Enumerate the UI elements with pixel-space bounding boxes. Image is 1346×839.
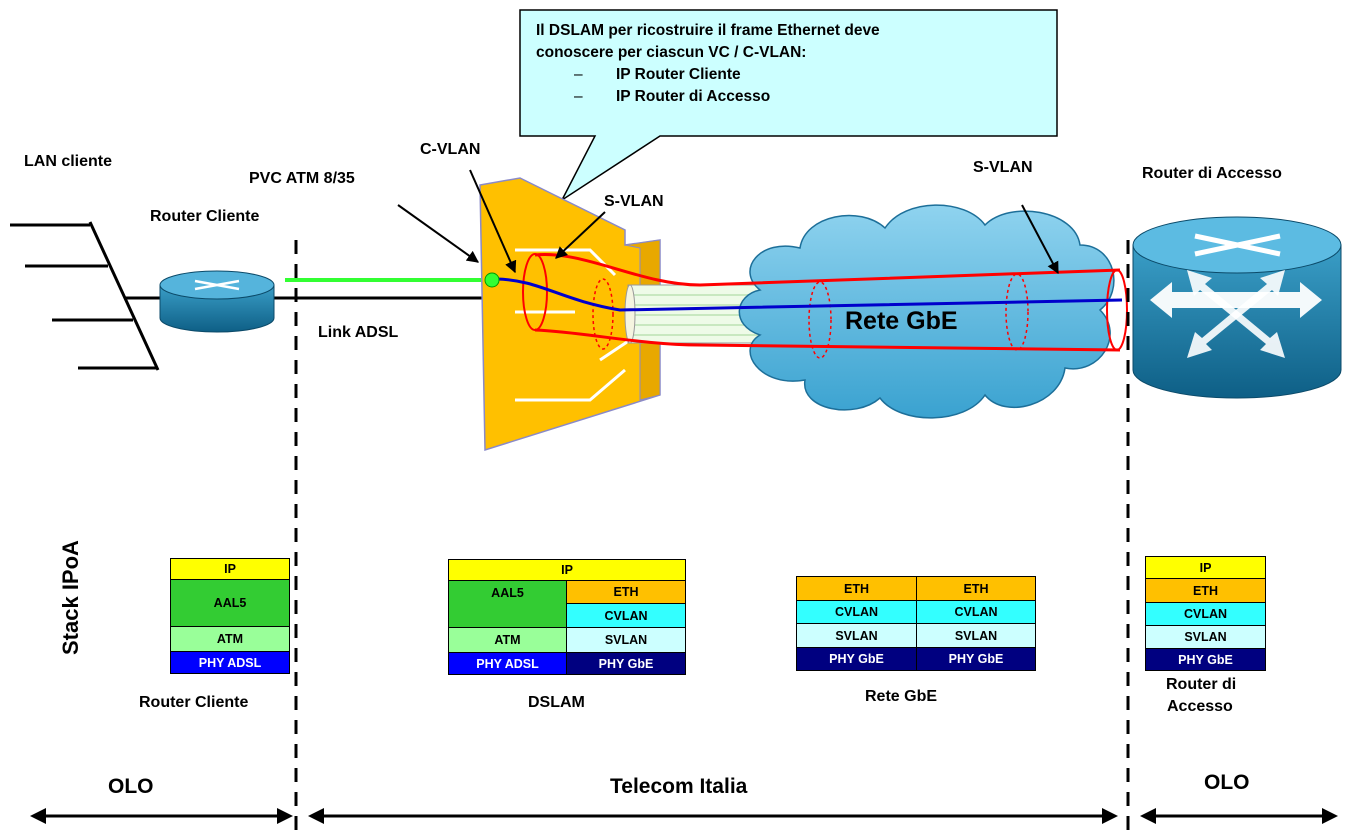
svlan-tube-rings bbox=[592, 273, 1029, 359]
stack-router-cliente: IP AAL5 ATM PHY ADSL bbox=[170, 558, 290, 674]
layer-cvlan: CVLAN bbox=[1145, 602, 1266, 626]
layer-eth: ETH bbox=[566, 580, 686, 604]
pvc-termination-dot bbox=[484, 272, 500, 288]
layer-atm: ATM bbox=[448, 627, 567, 653]
domain-arrows bbox=[30, 808, 1338, 824]
svlan-dslam-label: S-VLAN bbox=[604, 193, 664, 210]
layer-ip: IP bbox=[170, 558, 290, 580]
stack-router-accesso-label-1: Router di bbox=[1166, 676, 1237, 693]
pvc-label: PVC ATM 8/35 bbox=[249, 170, 355, 187]
router-accesso-label: Router di Accesso bbox=[1142, 165, 1282, 182]
dslam-note-list: IP Router Cliente IP Router di Accesso bbox=[536, 64, 1041, 108]
layer-svlan: SVLAN bbox=[1145, 625, 1266, 649]
dslam-note-line1: Il DSLAM per ricostruire il frame Ethern… bbox=[536, 22, 880, 39]
layer-svlan: SVLAN bbox=[796, 623, 917, 648]
lan-cliente-label: LAN cliente bbox=[24, 153, 113, 170]
cvlan-line bbox=[496, 277, 1123, 312]
layer-svlan: SVLAN bbox=[916, 623, 1036, 648]
dslam-note-line2: conoscere per ciascun VC / C-VLAN: bbox=[536, 44, 807, 61]
router-cliente-icon bbox=[159, 270, 275, 333]
link-adsl-label: Link ADSL bbox=[318, 324, 399, 341]
rete-gbe-cloud-label: Rete GbE bbox=[845, 307, 958, 335]
layer-aal5: AAL5 bbox=[170, 579, 290, 627]
router-accesso-icon bbox=[1132, 216, 1342, 399]
layer-atm: ATM bbox=[170, 626, 290, 652]
cvlan-label: C-VLAN bbox=[420, 141, 481, 158]
dslam-note: Il DSLAM per ricostruire il frame Ethern… bbox=[520, 10, 1057, 136]
layer-svlan: SVLAN bbox=[566, 627, 686, 653]
layer-eth: ETH bbox=[1145, 578, 1266, 603]
layer-eth: ETH bbox=[796, 576, 917, 601]
stack-dslam: IP AAL5 ATM PHY ADSL ETH CVLAN SVLAN PHY… bbox=[448, 559, 686, 675]
layer-aal5: AAL5 bbox=[448, 580, 567, 628]
layer-cvlan: CVLAN bbox=[916, 600, 1036, 624]
stack-router-cliente-label: Router Cliente bbox=[139, 694, 249, 711]
layer-cvlan: CVLAN bbox=[566, 603, 686, 628]
dslam-note-item: IP Router Cliente bbox=[574, 64, 1041, 86]
rete-gbe-cloud bbox=[738, 204, 1115, 419]
dslam-note-item: IP Router di Accesso bbox=[574, 86, 1041, 108]
domain-separators bbox=[294, 240, 1130, 830]
layer-phy-adsl: PHY ADSL bbox=[448, 652, 567, 675]
lan-segment bbox=[10, 221, 485, 371]
layer-phy-gbe: PHY GbE bbox=[796, 647, 917, 671]
layer-phy-gbe: PHY GbE bbox=[566, 652, 686, 675]
layer-ip: IP bbox=[1145, 556, 1266, 579]
stack-title: Stack IPoA bbox=[58, 540, 83, 655]
cvlan-pointer-arrow bbox=[469, 169, 517, 274]
svlan-net-pointer-arrow bbox=[1021, 204, 1059, 275]
layer-ip: IP bbox=[448, 559, 686, 581]
layer-phy-gbe: PHY GbE bbox=[916, 647, 1036, 671]
domain-olo-left: OLO bbox=[108, 775, 154, 798]
layer-phy-gbe: PHY GbE bbox=[1145, 648, 1266, 671]
router-cliente-label: Router Cliente bbox=[150, 208, 260, 225]
layer-phy-adsl: PHY ADSL bbox=[170, 651, 290, 674]
stack-dslam-label: DSLAM bbox=[528, 694, 585, 711]
pvc-pointer-arrow bbox=[397, 204, 479, 263]
stack-router-accesso: IP ETH CVLAN SVLAN PHY GbE bbox=[1145, 556, 1266, 671]
svlan-tube bbox=[522, 253, 1128, 352]
domain-olo-right: OLO bbox=[1204, 771, 1250, 794]
stack-router-accesso-label-2: Accesso bbox=[1167, 698, 1233, 715]
stack-rete-gbe: ETH CVLAN SVLAN PHY GbE ETH CVLAN SVLAN … bbox=[796, 576, 1036, 671]
svlan-pointer-arrow bbox=[555, 211, 606, 259]
layer-cvlan: CVLAN bbox=[796, 600, 917, 624]
layer-eth: ETH bbox=[916, 576, 1036, 601]
svlan-network-label: S-VLAN bbox=[973, 159, 1033, 176]
domain-telecom: Telecom Italia bbox=[610, 775, 748, 798]
stack-rete-gbe-label: Rete GbE bbox=[865, 688, 938, 705]
